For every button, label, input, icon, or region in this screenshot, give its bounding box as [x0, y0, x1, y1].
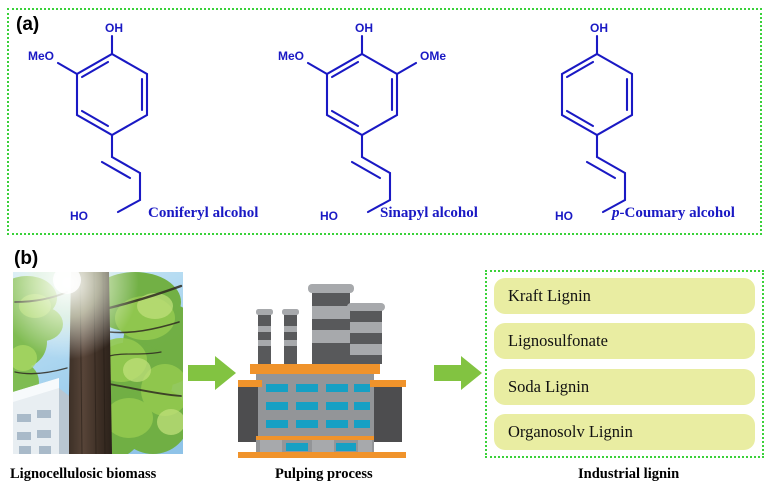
label-oh-top: OH: [590, 21, 608, 35]
lignocellulosic-biomass-photo: [13, 272, 183, 454]
label-oh-top: OH: [355, 21, 373, 35]
molecule-coniferyl-alcohol: OH MeO HO: [20, 12, 270, 227]
caption-pulping-process: Pulping process: [275, 466, 373, 482]
list-item-lignosulfonate: Lignosulfonate: [494, 323, 755, 360]
pulping-factory-illustration: [238, 270, 438, 458]
label-meo: MeO: [28, 49, 54, 63]
label-meo: MeO: [278, 49, 304, 63]
molecule-3-name: p-Coumary alcohol: [612, 205, 735, 221]
list-item-kraft-lignin: Kraft Lignin: [494, 278, 755, 314]
caption-industrial-lignin: Industrial lignin: [578, 466, 680, 482]
molecule-p-coumary-alcohol: OH HO: [530, 12, 770, 227]
panel-b-label: (b): [14, 248, 39, 269]
label-ho-tail: HO: [320, 209, 338, 223]
lignin-type-list: Kraft Lignin Lignosulfonate Soda Lignin …: [494, 278, 755, 450]
list-item-soda-lignin: Soda Lignin: [494, 368, 755, 405]
arrow-pulping-to-lignin: [434, 356, 482, 395]
label-ho-tail: HO: [70, 209, 88, 223]
list-item-organosolv-lignin: Organosolv Lignin: [494, 413, 755, 450]
molecule-1-name: Coniferyl alcohol: [148, 205, 259, 221]
label-ome: OMe: [420, 49, 446, 63]
industrial-lignin-container: Kraft Lignin Lignosulfonate Soda Lignin …: [485, 270, 764, 458]
molecule-sinapyl-alcohol: OH MeO OMe HO: [250, 12, 500, 227]
label-ho-tail: HO: [555, 209, 573, 223]
panel-a-label: (a): [16, 14, 40, 35]
arrow-biomass-to-pulping: [188, 356, 236, 395]
molecule-2-name: Sinapyl alcohol: [380, 205, 478, 221]
label-oh-top: OH: [105, 21, 123, 35]
caption-lignocellulosic-biomass: Lignocellulosic biomass: [10, 466, 157, 482]
